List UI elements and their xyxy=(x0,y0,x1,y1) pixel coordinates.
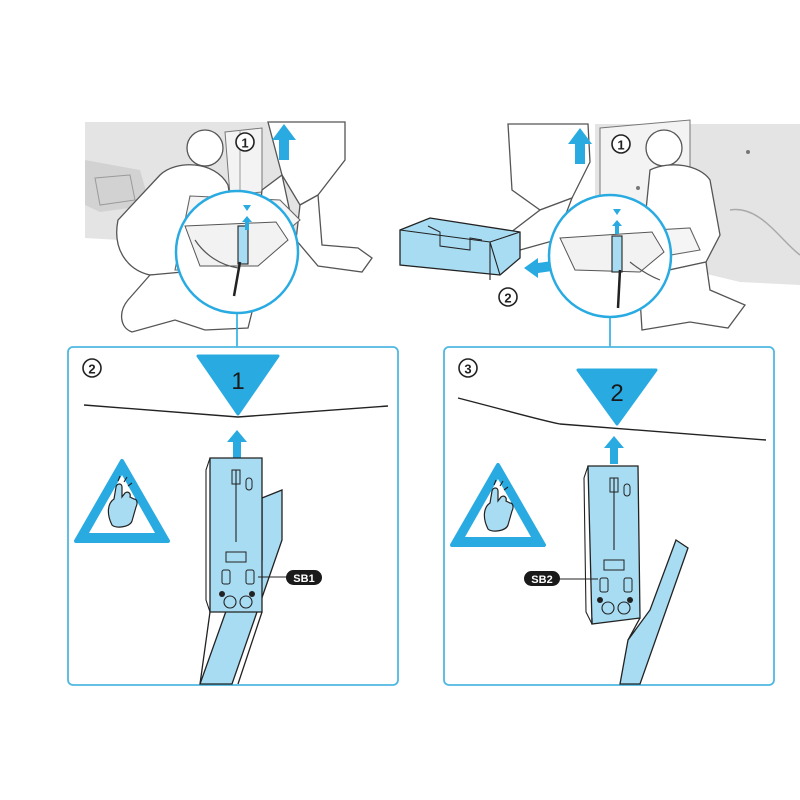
lift-up-arrow xyxy=(272,124,296,160)
foam-packing-piece xyxy=(399,217,521,280)
lift-up-arrow-right xyxy=(568,128,592,164)
magnifier-circle-right xyxy=(547,193,673,319)
stand-bracket-sb2 xyxy=(558,465,689,685)
step-marker-label: 1 xyxy=(617,138,624,153)
triangle-marker-1: 1 xyxy=(196,354,280,416)
step-marker-1-right: 1 xyxy=(611,134,631,154)
step-marker-label: 1 xyxy=(241,136,248,151)
top-right-scene: 2 1 xyxy=(399,119,800,347)
magnifier-circle-left xyxy=(174,189,300,315)
slide-in-arrow xyxy=(524,258,552,278)
panel-number: 3 xyxy=(464,362,471,377)
part-label-sb1: SB1 xyxy=(286,570,322,585)
detail-panel-step-3: 3 2 SB2 xyxy=(443,346,775,686)
detail-panel-step-2: 2 1 xyxy=(67,346,399,686)
triangle-number: 1 xyxy=(231,368,244,395)
stand-bracket-sb1 xyxy=(199,457,288,685)
tv-edge-line xyxy=(83,404,389,418)
panel-number-badge: 3 xyxy=(458,358,478,378)
step-marker-2-top: 2 xyxy=(498,287,518,307)
part-label-text: SB1 xyxy=(293,573,314,585)
panel-number-badge: 2 xyxy=(82,358,102,378)
panel-number: 2 xyxy=(88,362,95,377)
triangle-number: 2 xyxy=(610,380,623,407)
tv-edge-line xyxy=(457,397,767,441)
triangle-marker-2: 2 xyxy=(576,368,658,426)
sub-step-marker-label: 2 xyxy=(504,291,511,306)
part-label-sb2: SB2 xyxy=(524,571,560,586)
step-marker-1-left: 1 xyxy=(235,132,255,152)
top-left-scene: 1 xyxy=(85,121,373,347)
part-label-text: SB2 xyxy=(531,574,552,586)
